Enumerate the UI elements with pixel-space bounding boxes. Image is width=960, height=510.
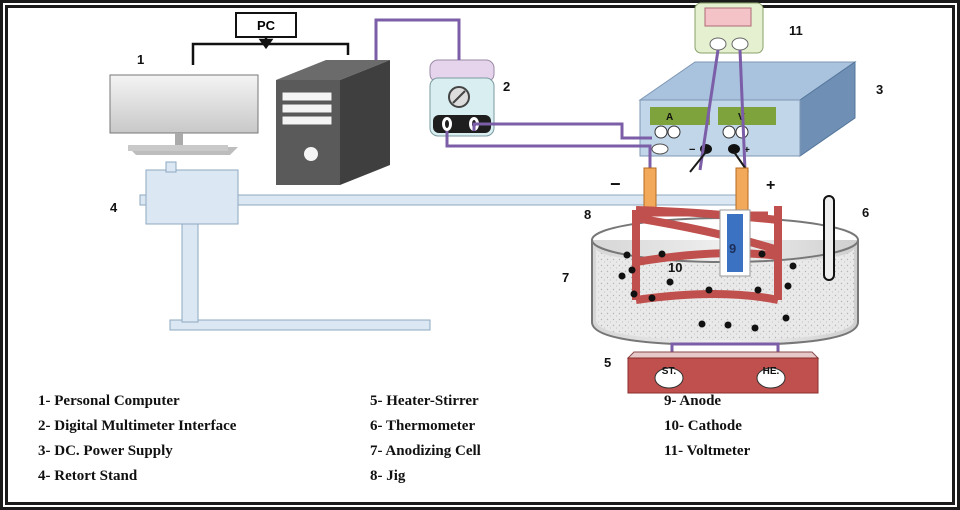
minus-terminal-label: − xyxy=(610,174,621,194)
pc-label-box: PC xyxy=(235,12,297,38)
label-n7: 7 xyxy=(562,270,569,285)
ps-ammeter-label: A xyxy=(666,112,673,123)
wire-tower-to-multimeter xyxy=(374,18,461,60)
anode xyxy=(719,209,751,277)
legend-item: 6- Thermometer xyxy=(370,418,476,434)
legend-item: 7- Anodizing Cell xyxy=(370,443,481,459)
legend-item: 2- Digital Multimeter Interface xyxy=(38,418,237,434)
legend-item: 5- Heater-Stirrer xyxy=(370,393,479,409)
pc-connection-wires xyxy=(191,37,350,65)
computer-tower xyxy=(276,60,390,185)
label-n10: 10 xyxy=(668,260,682,275)
label-n3: 3 xyxy=(876,82,883,97)
label-n5: 5 xyxy=(604,355,611,370)
legend-item: 10- Cathode xyxy=(664,418,742,434)
jig xyxy=(643,167,749,215)
label-n6: 6 xyxy=(862,205,869,220)
label-n8: 8 xyxy=(584,207,591,222)
legend-item: 9- Anode xyxy=(664,393,722,409)
legend-item: 11- Voltmeter xyxy=(664,443,751,459)
measurement-wires xyxy=(445,49,749,173)
label-n2: 2 xyxy=(503,79,510,94)
plus-terminal-label: + xyxy=(766,177,775,194)
label-n11: 11 xyxy=(789,23,803,38)
voltmeter xyxy=(694,2,764,54)
legend-item: 3- DC. Power Supply xyxy=(38,443,173,459)
pc-label: PC xyxy=(257,18,276,33)
legend-item: 1- Personal Computer xyxy=(38,393,180,409)
heater-stirrer: ST. HE. xyxy=(626,342,820,394)
label-n4: 4 xyxy=(110,200,118,215)
legend-item: 8- Jig xyxy=(370,468,406,484)
heater-st-label: ST. xyxy=(662,366,677,377)
heater-he-label: HE. xyxy=(763,366,780,377)
label-n1: 1 xyxy=(137,52,144,67)
dc-power-supply: A V − + xyxy=(638,61,857,157)
digital-multimeter-interface xyxy=(429,59,495,137)
ps-plus-label: + xyxy=(744,145,750,156)
computer-monitor xyxy=(109,74,259,155)
thermometer xyxy=(823,195,835,281)
retort-stand xyxy=(139,161,741,331)
legend-item: 4- Retort Stand xyxy=(38,468,138,484)
bubbles xyxy=(618,250,797,332)
ps-minus-label: − xyxy=(689,144,695,156)
label-n9: 9 xyxy=(729,241,736,256)
